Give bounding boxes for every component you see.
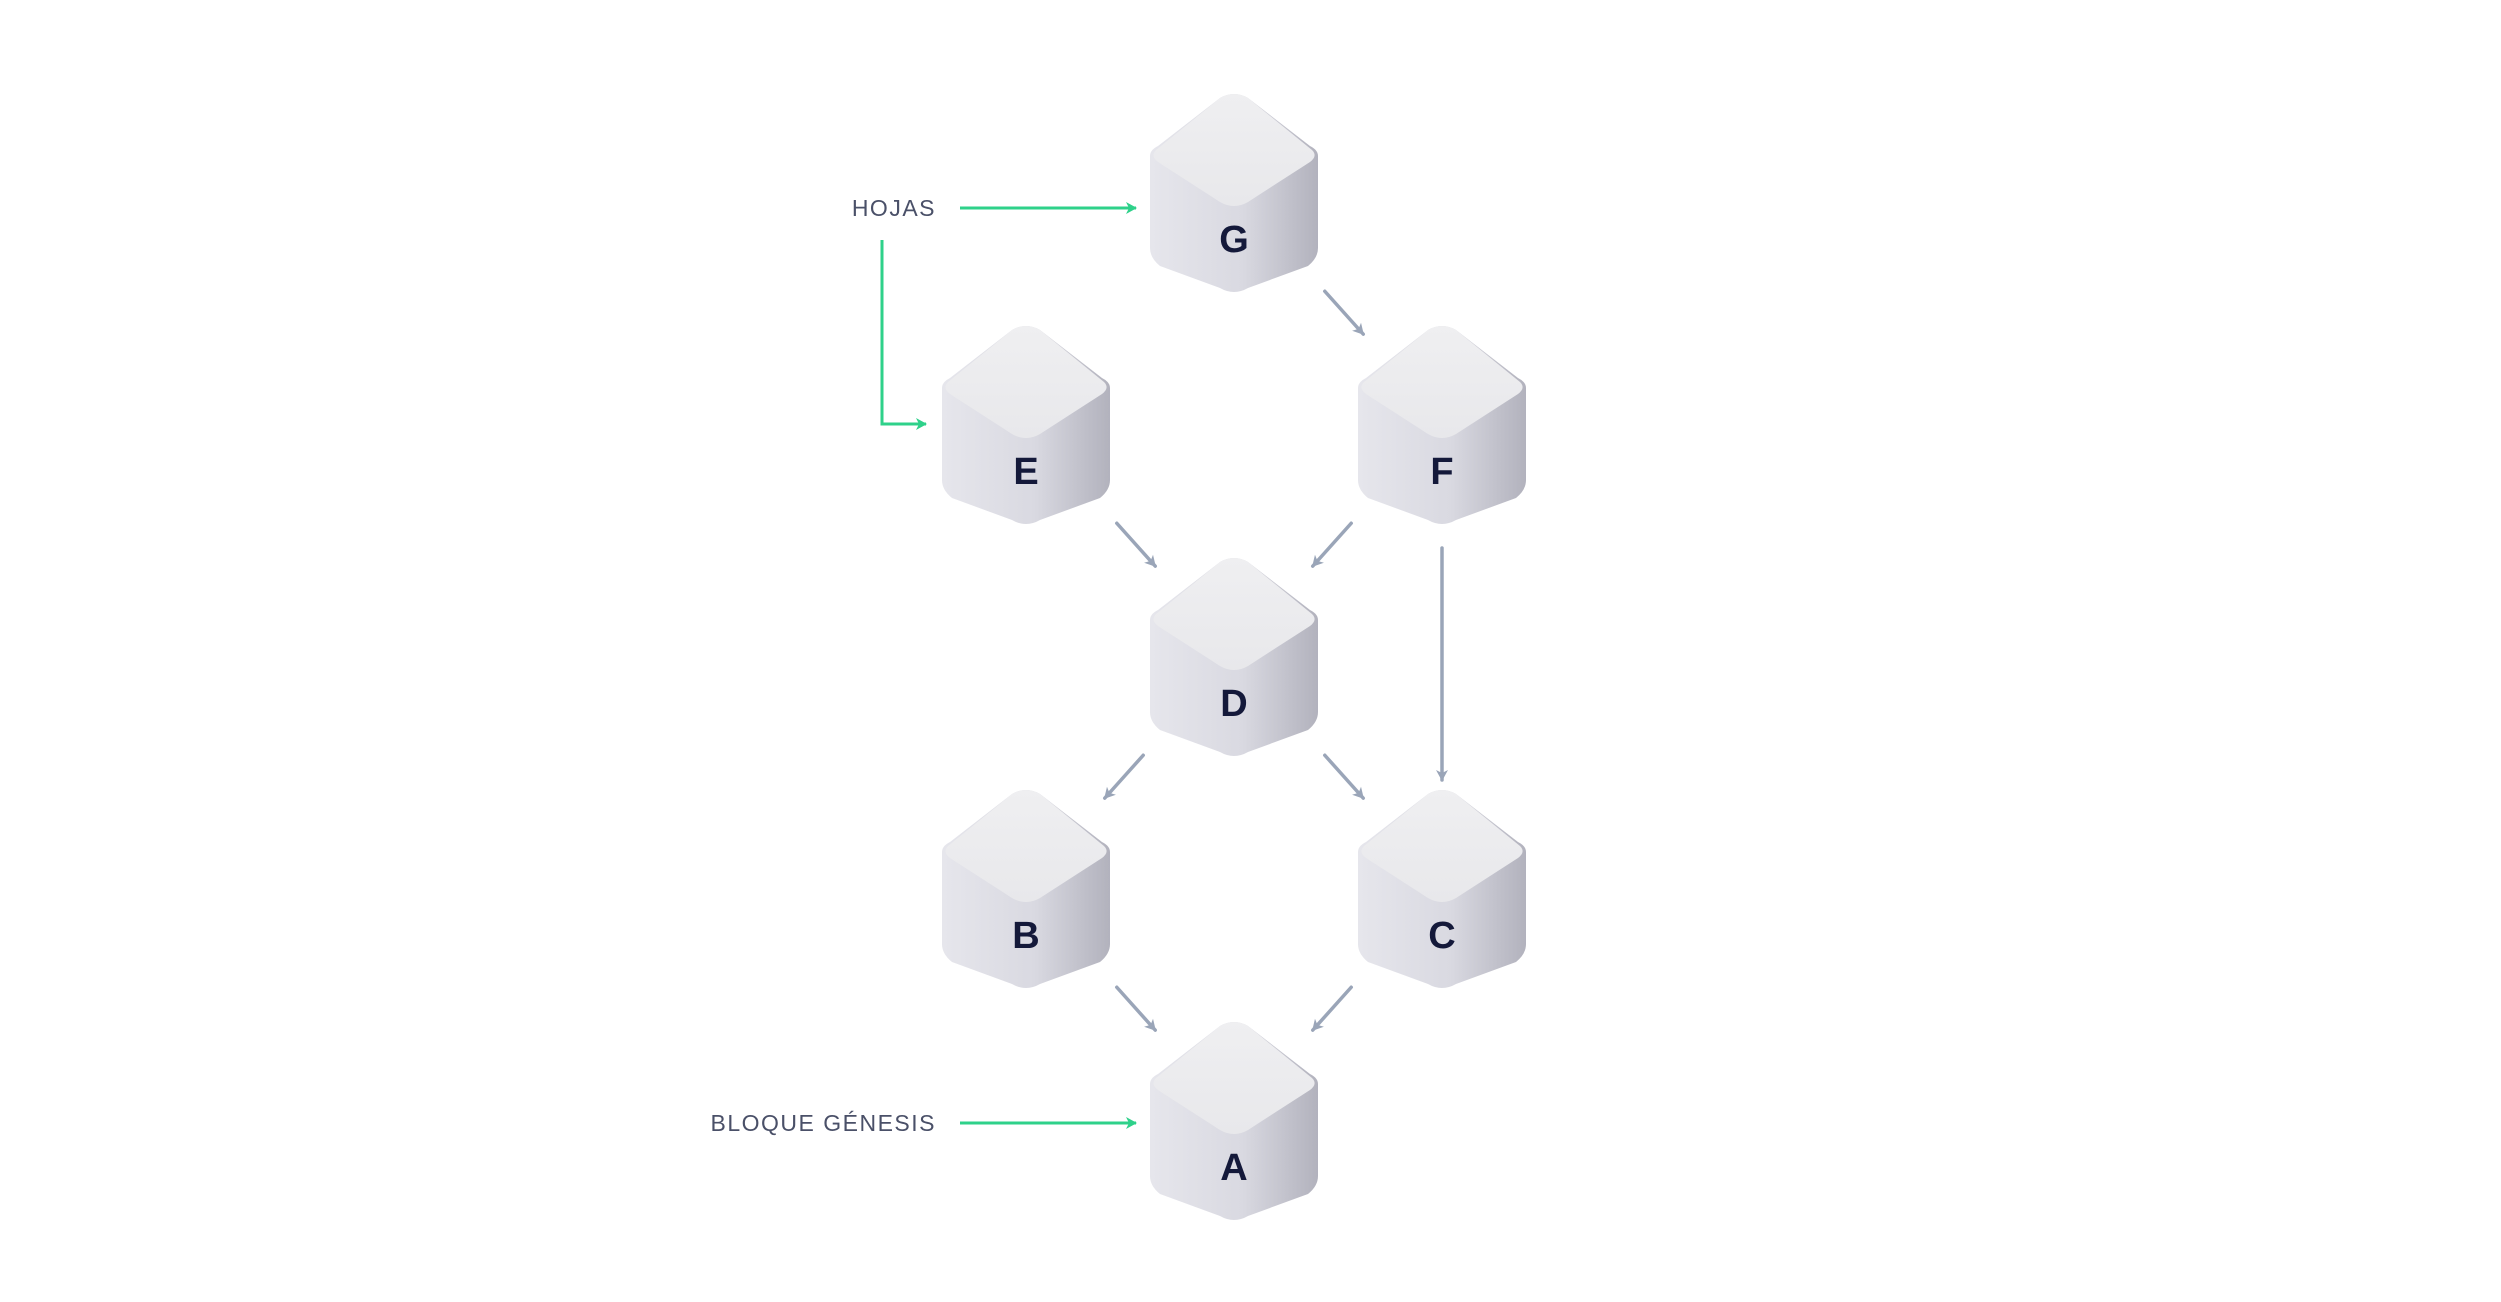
edge-b-to-a bbox=[1115, 985, 1157, 1032]
leaves-pointer-to-e bbox=[880, 240, 927, 430]
block-label-a: A bbox=[1220, 1147, 1247, 1189]
edge-d-to-b bbox=[1103, 753, 1145, 800]
block-c: C bbox=[1358, 790, 1526, 988]
block-f: F bbox=[1358, 326, 1526, 524]
edges-layer bbox=[1103, 289, 1448, 1032]
block-top-face bbox=[1153, 1022, 1315, 1134]
block-label-e: E bbox=[1013, 451, 1038, 493]
nodes-layer: G E F D B C A bbox=[942, 94, 1526, 1220]
block-g: G bbox=[1150, 94, 1318, 292]
block-label-g: G bbox=[1219, 219, 1249, 261]
block-top-face bbox=[1153, 94, 1315, 206]
edge-f-to-d bbox=[1311, 521, 1353, 568]
block-top-face bbox=[945, 326, 1107, 438]
leaves-label: HOJAS bbox=[852, 195, 936, 221]
block-label-d: D bbox=[1220, 683, 1247, 725]
block-a: A bbox=[1150, 1022, 1318, 1220]
edge-e-to-d bbox=[1115, 521, 1157, 568]
block-label-b: B bbox=[1012, 915, 1039, 957]
genesis-block-label: BLOQUE GÉNESIS bbox=[710, 1110, 936, 1136]
block-label-f: F bbox=[1430, 451, 1453, 493]
block-top-face bbox=[1361, 790, 1523, 902]
pointer-arrows bbox=[880, 202, 1137, 1129]
block-top-face bbox=[1153, 558, 1315, 670]
block-label-c: C bbox=[1428, 915, 1455, 957]
block-d: D bbox=[1150, 558, 1318, 756]
edge-d-to-c bbox=[1323, 753, 1365, 800]
block-e: E bbox=[942, 326, 1110, 524]
edge-c-to-a bbox=[1311, 985, 1353, 1032]
block-b: B bbox=[942, 790, 1110, 988]
block-top-face bbox=[945, 790, 1107, 902]
block-top-face bbox=[1361, 326, 1523, 438]
edge-g-to-f bbox=[1323, 289, 1365, 336]
